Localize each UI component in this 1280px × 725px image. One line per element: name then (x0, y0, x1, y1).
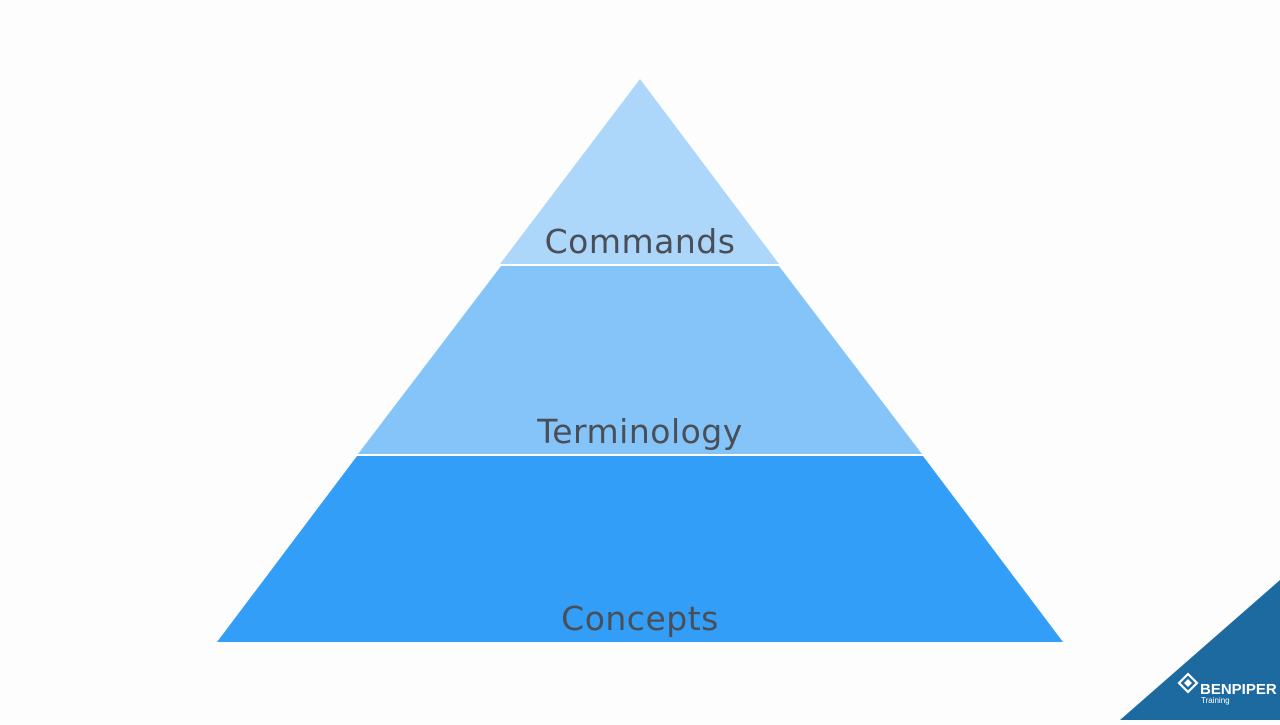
brand-logo-text: BENPIPER (1200, 681, 1277, 698)
brand-corner-triangle (1120, 580, 1280, 720)
benpiper-diamond-icon (1177, 672, 1199, 694)
brand-subtitle: Training (1201, 696, 1230, 705)
tier-label-concepts: Concepts (561, 599, 719, 638)
tier-label-commands: Commands (545, 222, 736, 261)
pyramid-tier-commands (500, 79, 779, 264)
pyramid-tier-concepts (217, 456, 1063, 642)
pyramid-tier-terminology (358, 266, 922, 454)
tier-label-terminology: Terminology (536, 412, 743, 451)
